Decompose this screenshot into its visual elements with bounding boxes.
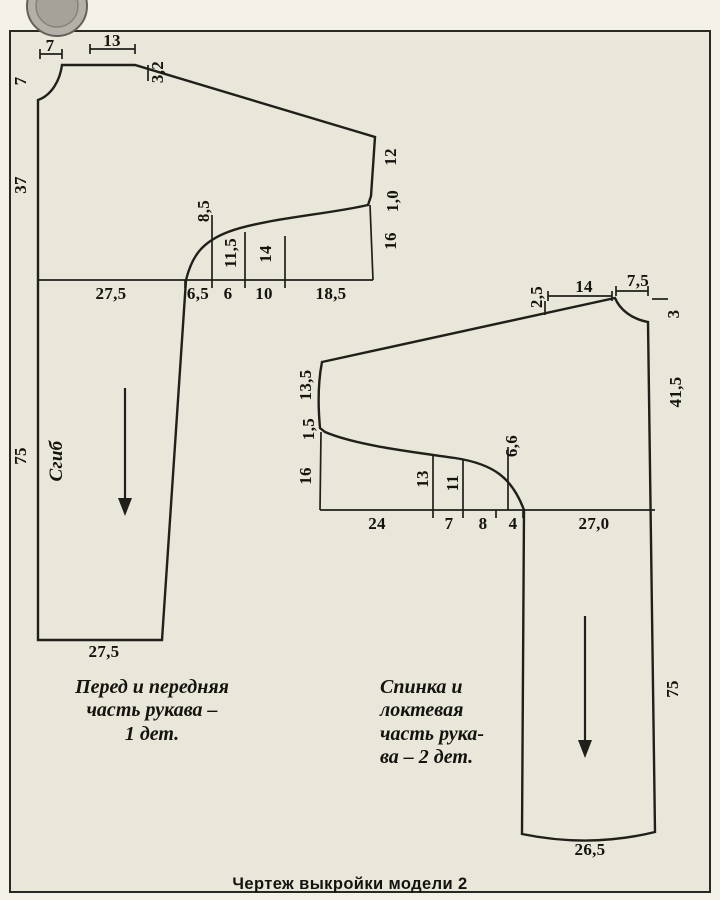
front-grainline-arrow xyxy=(118,388,132,516)
back-piece-label-line4: ва – 2 дет. xyxy=(380,746,474,769)
dim-back-top-14: 14 xyxy=(575,277,593,296)
back-left-depth-line xyxy=(319,431,322,511)
back-grainline-arrow xyxy=(578,616,592,758)
dim-back-24: 24 xyxy=(368,514,386,533)
dim-back-top-7-5: 7,5 xyxy=(626,271,650,290)
dim-front-top-13: 13 xyxy=(103,31,121,50)
dim-front-6: 6 xyxy=(223,284,233,303)
dim-front-3-2: 3,2 xyxy=(148,60,167,84)
dim-back-13: 13 xyxy=(413,470,432,488)
back-piece-label-line1: Спинка и xyxy=(380,676,463,698)
dim-back-27-0: 27,0 xyxy=(578,514,610,533)
dim-front-16: 16 xyxy=(381,232,400,250)
back-piece-outline xyxy=(317,296,657,842)
back-bust-ticks xyxy=(432,510,524,518)
fold-label: Сгиб xyxy=(46,440,67,482)
back-piece-label-line3: часть рука- xyxy=(380,722,484,745)
logo-circle-inner xyxy=(35,0,79,28)
dim-front-hem-27-5: 27,5 xyxy=(88,642,120,661)
front-piece-label: Перед и передняя часть рукава – 1 дет. xyxy=(75,676,229,746)
dim-back-2-5: 2,5 xyxy=(527,285,546,309)
dim-front-75: 75 xyxy=(11,447,30,465)
back-dimension-lines xyxy=(319,286,668,518)
dim-back-16: 16 xyxy=(296,467,315,485)
dim-front-10: 10 xyxy=(255,284,273,303)
dim-front-6-5: 6,5 xyxy=(186,284,210,303)
dim-back-6-6: 6,6 xyxy=(502,434,521,458)
dim-front-1-0: 1,0 xyxy=(383,189,402,213)
dim-front-37: 37 xyxy=(11,176,30,194)
logo-stamp xyxy=(26,0,88,37)
dim-front-18-5: 18,5 xyxy=(315,284,347,303)
dim-front-12: 12 xyxy=(381,148,400,166)
front-bust-ticks xyxy=(184,280,286,288)
back-top-dim-7-5 xyxy=(615,286,649,296)
front-top-dim-7 xyxy=(39,49,63,59)
drawing-caption: Чертеж выкройки модели 2 xyxy=(232,875,468,893)
back-grainline-head xyxy=(578,740,592,758)
dim-back-11: 11 xyxy=(443,474,462,492)
dim-back-4: 4 xyxy=(508,514,518,533)
front-dimension-lines xyxy=(38,44,374,288)
back-piece-label-line2: локтевая xyxy=(380,699,464,722)
dim-back-13-5: 13,5 xyxy=(296,369,315,401)
front-piece-label-line1: Перед и передняя xyxy=(75,676,229,698)
back-top-dim-14 xyxy=(547,291,613,301)
dim-front-top-7: 7 xyxy=(45,36,55,55)
front-piece-label-line3: 1 дет. xyxy=(124,722,180,745)
dim-back-41-5: 41,5 xyxy=(666,376,685,408)
dim-back-3: 3 xyxy=(664,309,683,319)
dim-front-14: 14 xyxy=(256,245,275,263)
front-right-depth-line xyxy=(369,204,374,281)
front-piece-label-line2: часть рукава – xyxy=(86,699,218,722)
dim-back-hem-26-5: 26,5 xyxy=(574,840,606,859)
front-grainline-head xyxy=(118,498,132,516)
dim-back-8: 8 xyxy=(478,514,488,533)
front-piece-outline xyxy=(36,63,377,642)
dim-front-11-5: 11,5 xyxy=(221,237,240,269)
back-piece-label: Спинка и локтевая часть рука- ва – 2 дет… xyxy=(380,676,484,770)
dim-front-8-5: 8,5 xyxy=(194,199,213,223)
dim-front-neck-7: 7 xyxy=(11,76,30,86)
front-top-dim-13 xyxy=(89,44,136,54)
dim-back-75: 75 xyxy=(663,680,682,698)
dim-back-1-5: 1,5 xyxy=(299,417,318,441)
dim-front-27-5: 27,5 xyxy=(95,284,127,303)
dim-back-7: 7 xyxy=(444,514,454,533)
